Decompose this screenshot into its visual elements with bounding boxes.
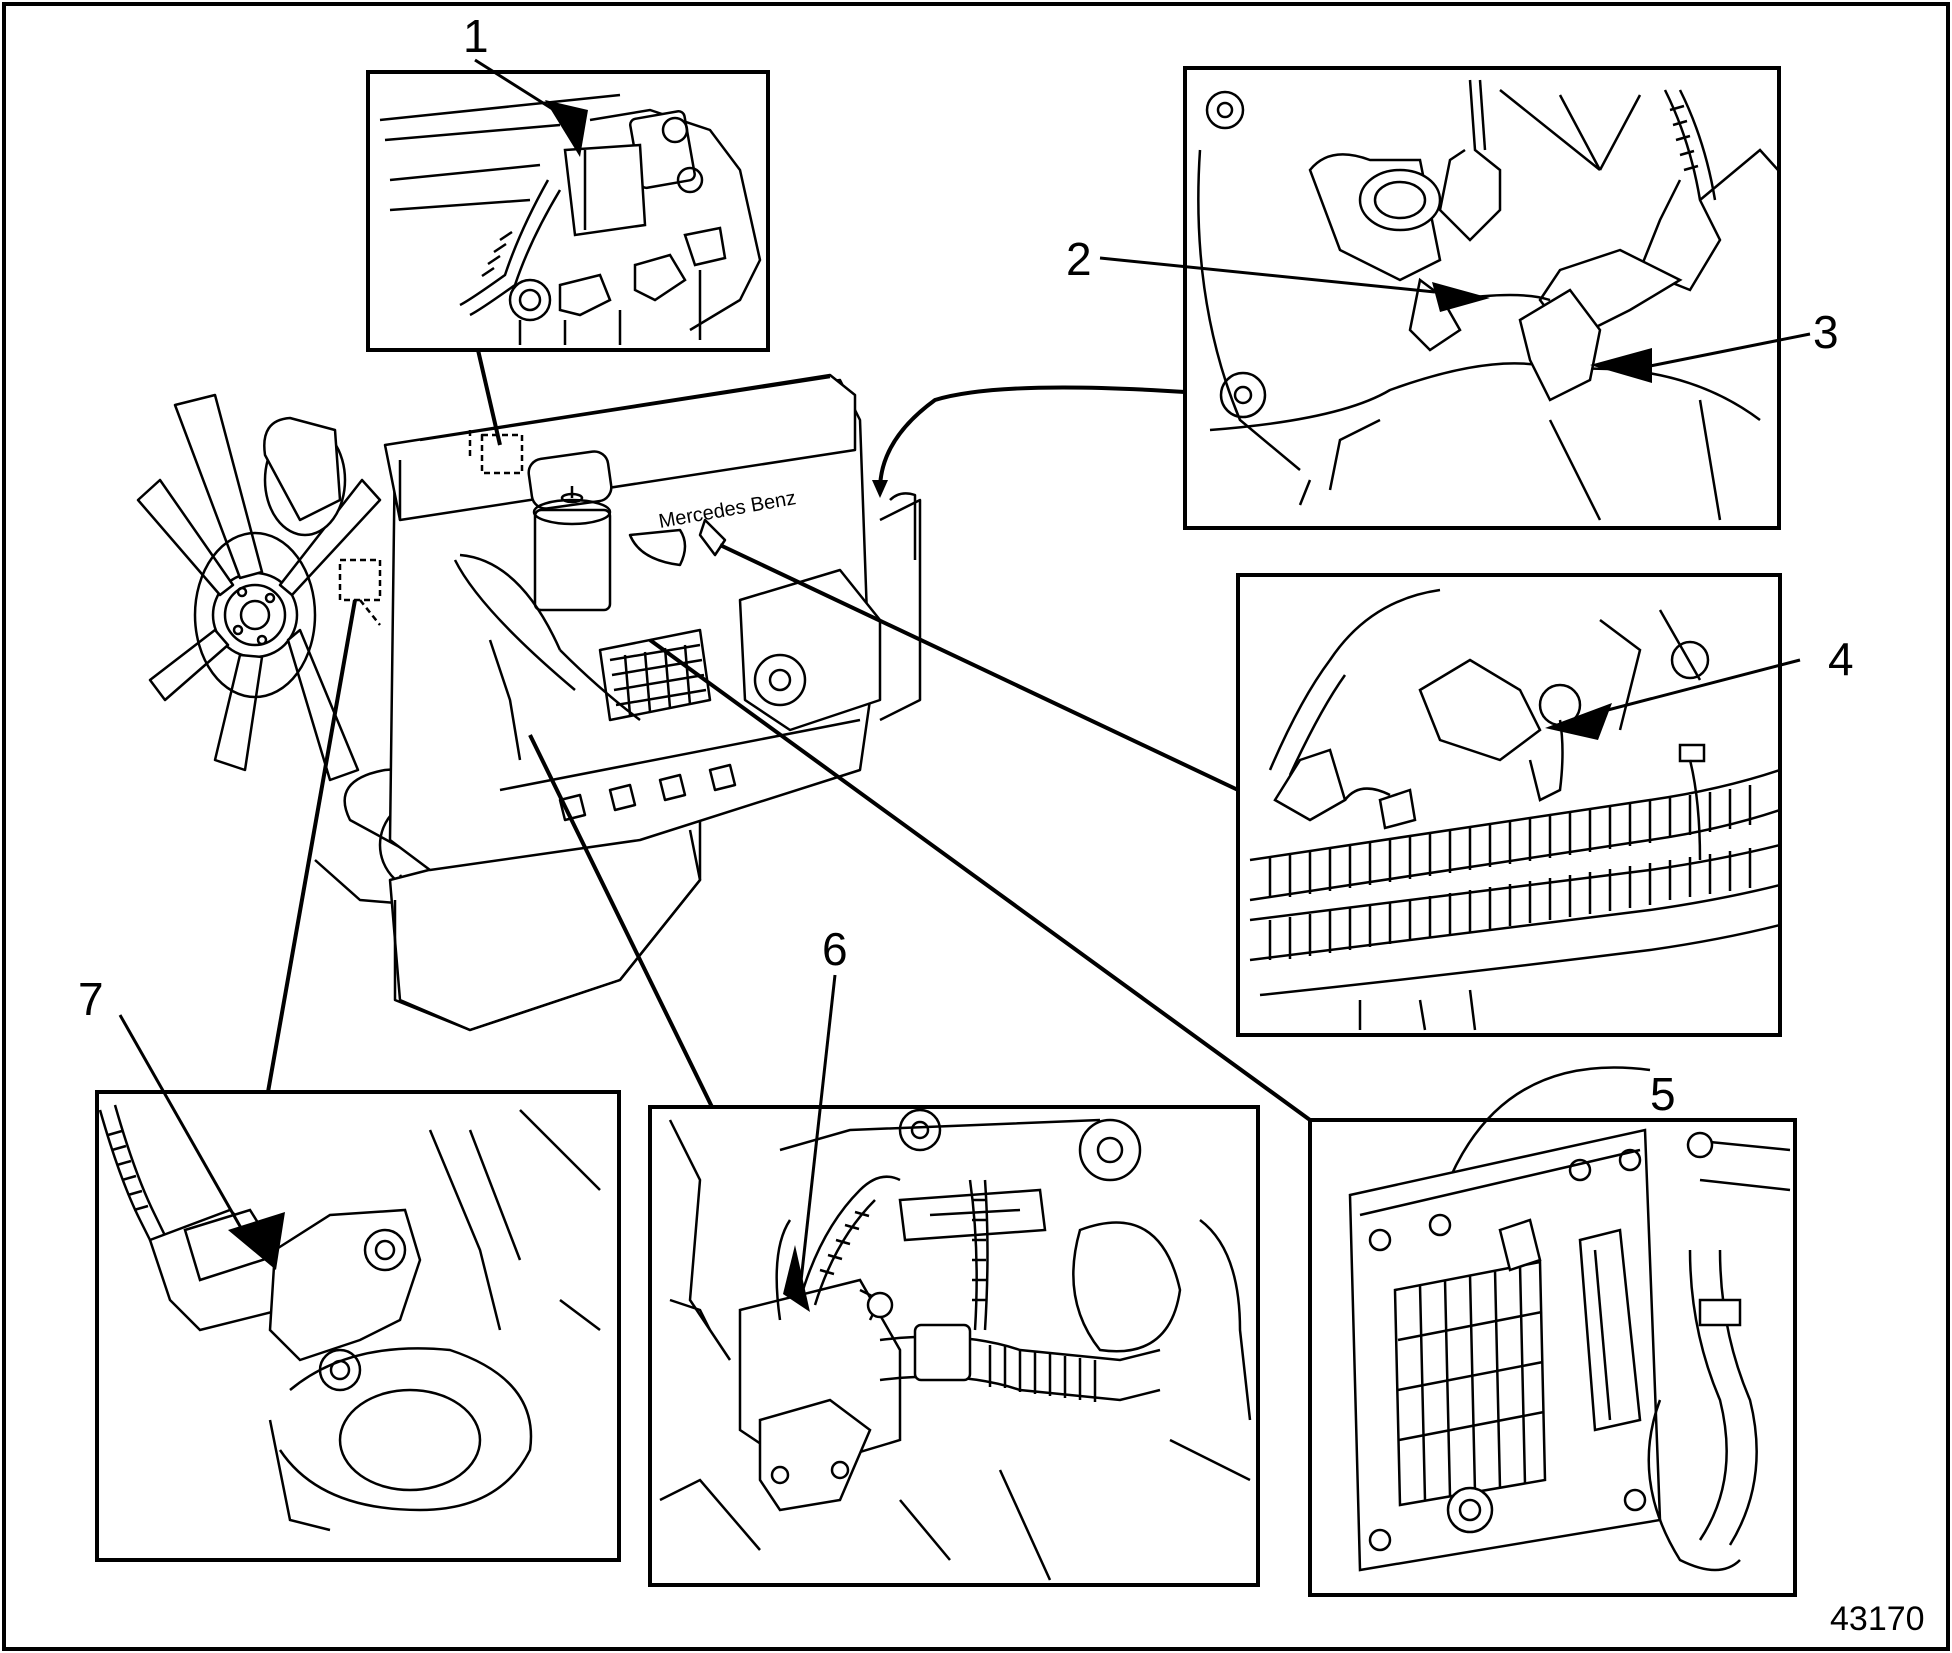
arrow-6 — [783, 1245, 810, 1312]
detail-view-7 — [95, 1014, 621, 1562]
callout-5: 5 — [1650, 1068, 1676, 1120]
leader-lines — [266, 349, 1312, 1122]
fan — [136, 393, 382, 782]
arrow-3 — [1590, 348, 1652, 383]
detail-view-2-3 — [1099, 66, 1811, 530]
harness-ribs — [1268, 785, 1752, 960]
callout-1: 1 — [463, 10, 489, 62]
detail-view-1 — [366, 70, 770, 352]
detail-view-6 — [648, 974, 1260, 1587]
callout-2: 2 — [1066, 233, 1092, 285]
arrow-7 — [228, 1212, 285, 1270]
callout-labels: 1 2 3 4 5 6 7 — [78, 10, 1854, 1120]
callout-6: 6 — [822, 923, 848, 975]
callout-7: 7 — [78, 973, 104, 1025]
figure-number: 43170 — [1830, 1600, 1925, 1638]
engine-illustration: Mercedes Benz — [136, 373, 922, 1032]
arrow-4 — [1545, 703, 1612, 740]
detail-view-4 — [1236, 573, 1801, 1037]
arrow-2 — [1432, 282, 1490, 312]
callout-4: 4 — [1828, 633, 1854, 685]
arrow-1 — [545, 100, 588, 157]
callout-3: 3 — [1813, 306, 1839, 358]
detail-view-5 — [1308, 1066, 1797, 1597]
